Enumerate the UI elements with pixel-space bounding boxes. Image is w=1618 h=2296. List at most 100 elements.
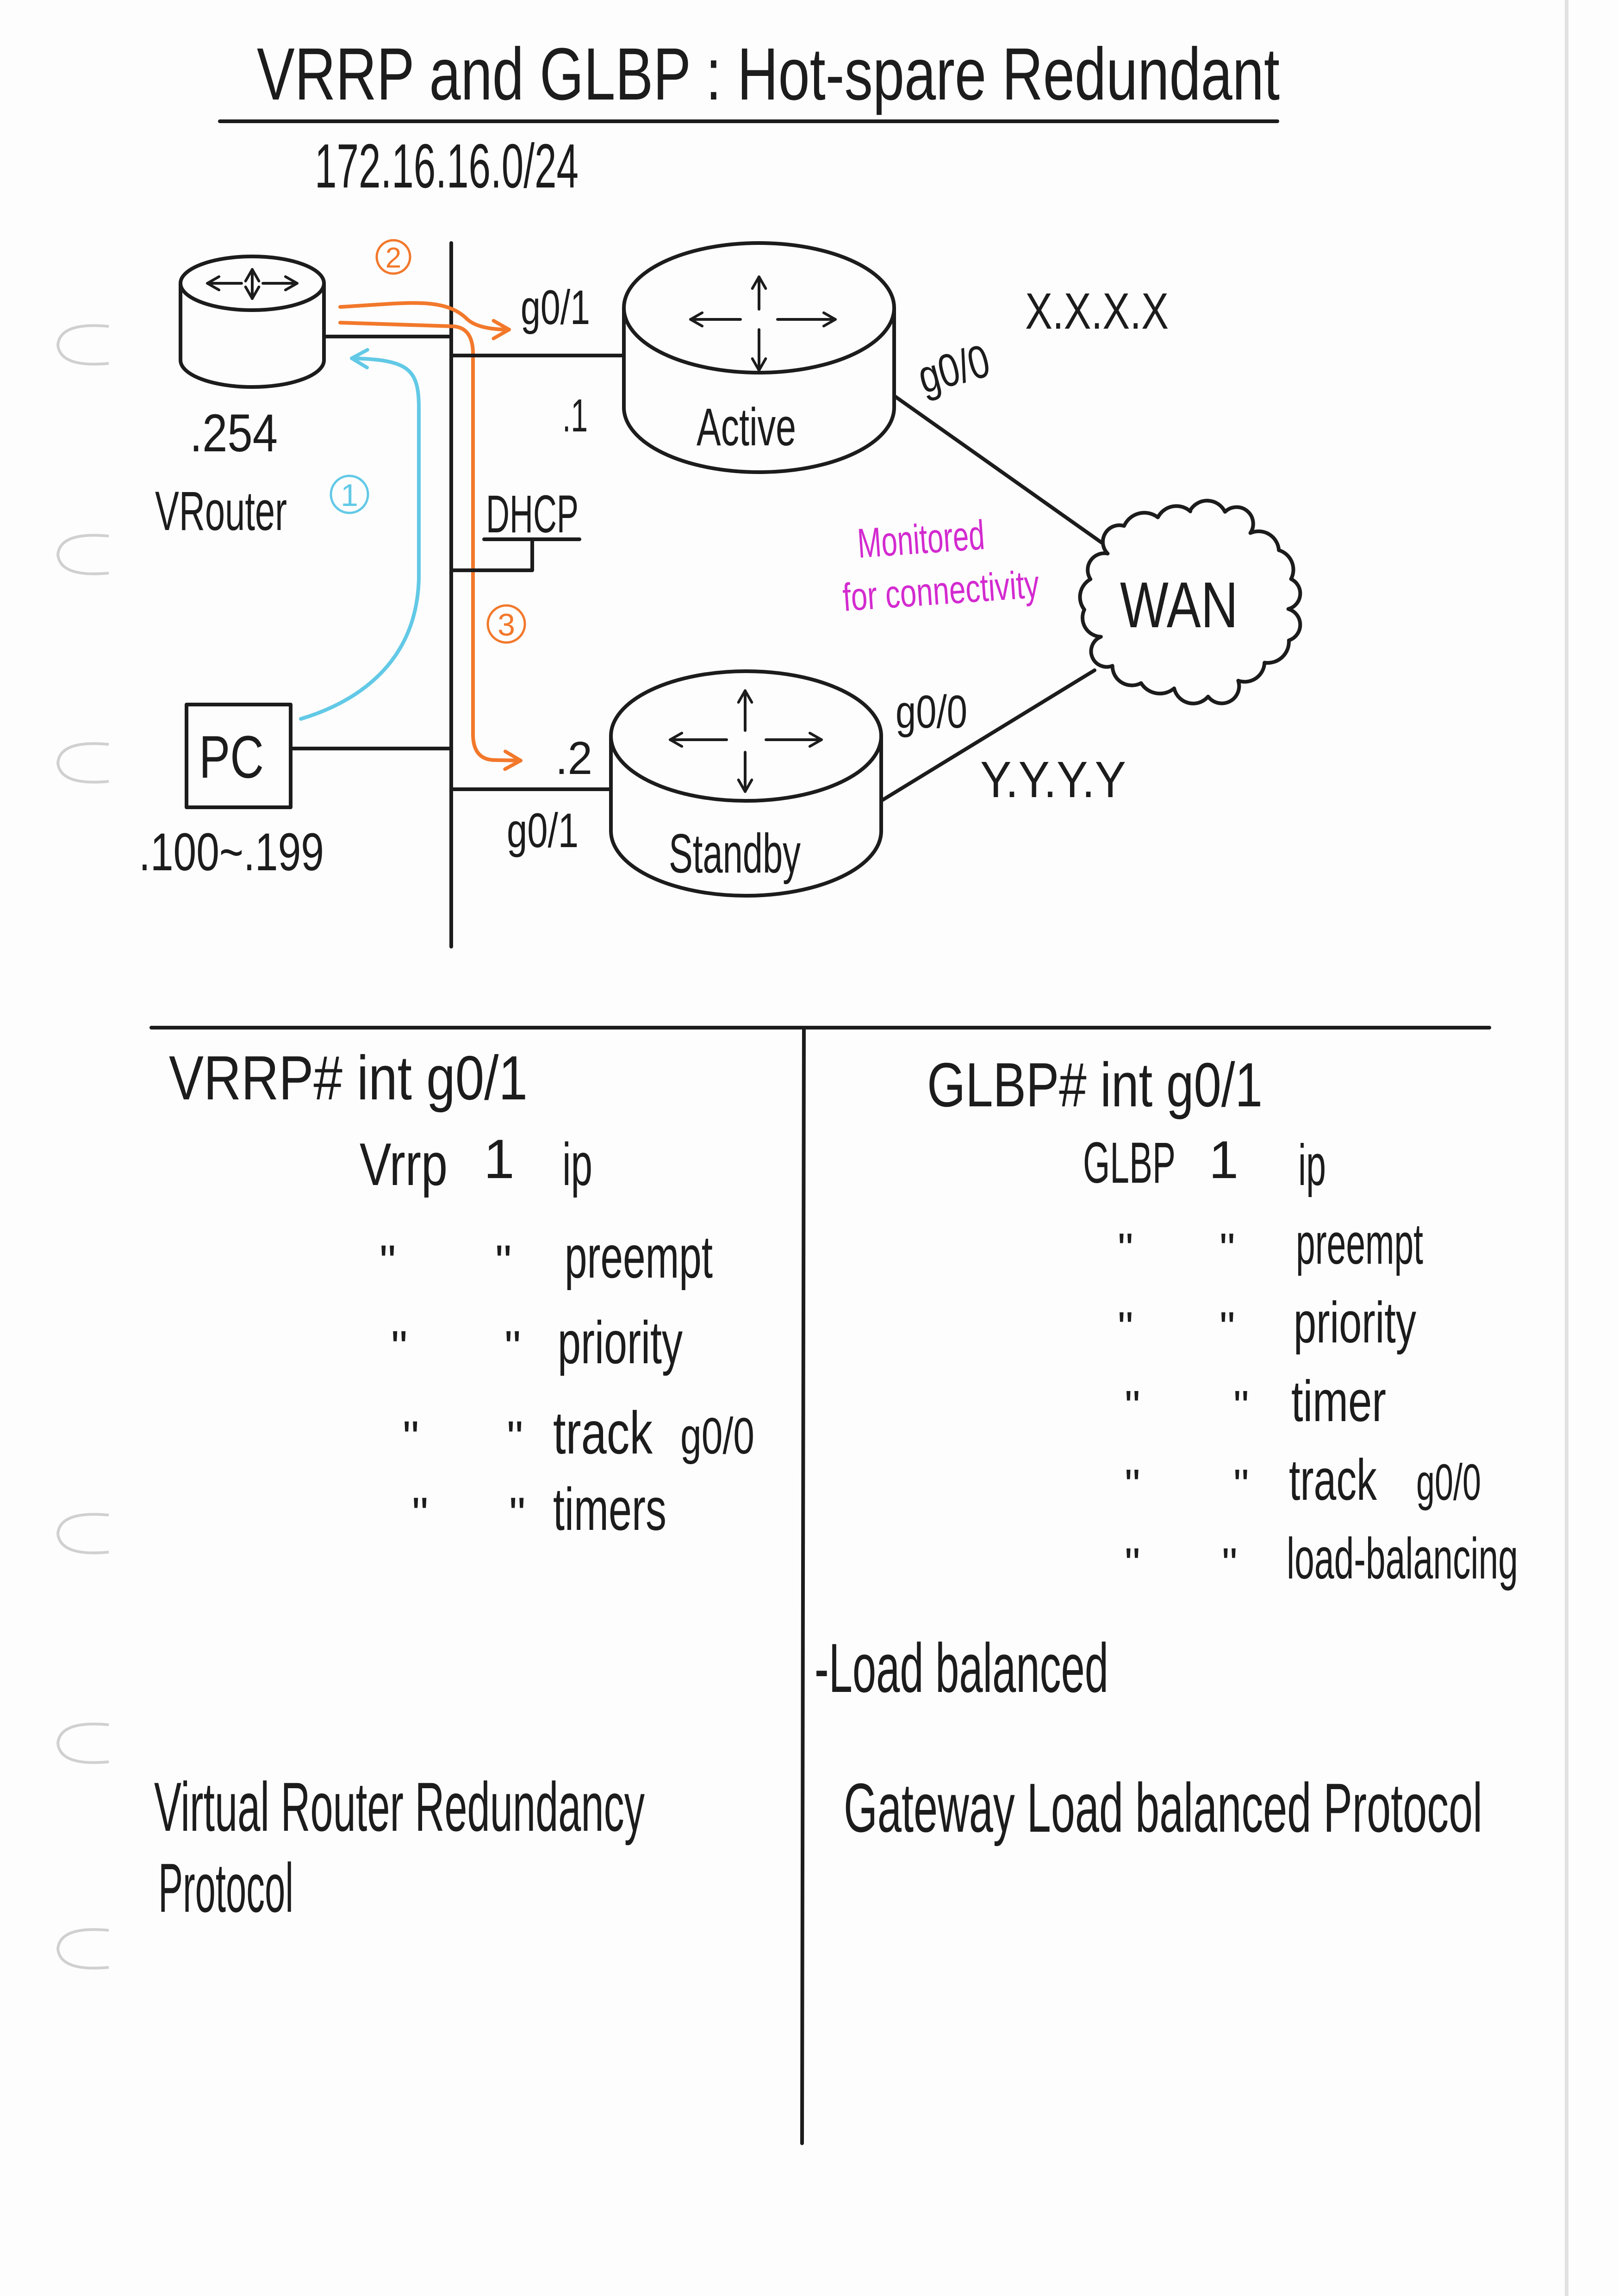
- router-arrows-icon: [206, 268, 299, 300]
- binder-hole: [56, 324, 109, 366]
- binder-hole: [56, 1928, 109, 1970]
- wan-label: WAN: [1120, 568, 1238, 641]
- vrrp-command: priority: [558, 1309, 683, 1376]
- ditto-mark: ": [1233, 1382, 1249, 1431]
- vrrp-command: timers: [553, 1475, 666, 1543]
- ditto-mark: ": [412, 1488, 429, 1540]
- active-router-body: [622, 306, 896, 474]
- glbp-command-argument: g0/0: [1416, 1454, 1481, 1511]
- active-lan-port: g0/1: [521, 281, 590, 335]
- glbp-keyword: GLBP: [1083, 1131, 1176, 1195]
- glbp-full-name: Gateway Load balanced Protocol: [844, 1769, 1482, 1847]
- standby-router-label: Standby: [669, 823, 801, 885]
- active-wan-link: [892, 394, 1103, 544]
- standby-wan-port: g0/0: [896, 686, 967, 738]
- title-block: VRRP and GLBP : Hot-spare Redundant: [218, 32, 1280, 123]
- step-2-marker: 2: [375, 239, 411, 275]
- binder-hole: [56, 534, 109, 575]
- vrrp-command-line: Vrrp 1 ip: [360, 1128, 592, 1198]
- flow-arrows: 1 2 3: [299, 239, 526, 771]
- dhcp-server: DHCP: [449, 485, 581, 572]
- binder-holes: [56, 324, 109, 1970]
- glbp-command-line: " " preempt: [1118, 1212, 1423, 1276]
- active-router: Active g0/1 .1 g0/0 X.X.X.X: [449, 241, 1169, 544]
- dhcp-label: DHCP: [486, 485, 579, 544]
- glbp-command-line: GLBP 1 ip: [1083, 1130, 1326, 1198]
- binder-hole: [56, 1722, 109, 1764]
- vrouter-body: [179, 281, 326, 389]
- glbp-section: GLBP# int g0/1 GLBP 1 ip " " preempt " "…: [815, 1050, 1518, 1847]
- standby-wan-link: [879, 668, 1096, 803]
- page-title: VRRP and GLBP : Hot-spare Redundant: [257, 32, 1280, 115]
- glbp-command: load-balancing: [1287, 1527, 1518, 1591]
- glbp-heading: GLBP# int g0/1: [927, 1050, 1263, 1120]
- ditto-mark: ": [1125, 1539, 1140, 1588]
- network-diagram: .254 VRouter 1 2 3: [139, 239, 1302, 948]
- vrrp-full-name-line-1: Virtual Router Redundancy: [154, 1768, 645, 1846]
- step-3-marker: 3: [486, 604, 526, 644]
- ditto-mark: ": [1125, 1382, 1140, 1431]
- ditto-mark: ": [403, 1412, 419, 1464]
- step-3-number: 3: [498, 607, 515, 643]
- ditto-mark: ": [1220, 1303, 1235, 1352]
- standby-lan-port: g0/1: [507, 804, 579, 858]
- vrrp-group: 1: [484, 1128, 515, 1190]
- glbp-command-line: " " track g0/0: [1125, 1448, 1481, 1512]
- glbp-feature-note: -Load balanced: [815, 1629, 1108, 1707]
- vrrp-command: track: [553, 1399, 653, 1466]
- step-1-marker: 1: [330, 474, 369, 514]
- ditto-mark: ": [504, 1322, 521, 1373]
- ditto-mark: ": [1233, 1460, 1249, 1510]
- standby-lan-ip: .2: [555, 732, 592, 784]
- ditto-mark: ": [507, 1412, 523, 1464]
- glbp-group: 1: [1209, 1130, 1238, 1190]
- glbp-command: timer: [1291, 1369, 1386, 1434]
- binder-hole: [56, 742, 109, 784]
- pc-box: [185, 703, 292, 809]
- active-lan-ip: .1: [562, 390, 588, 442]
- ditto-mark: ": [380, 1236, 396, 1288]
- subnet-label: 172.16.16.0/24: [315, 131, 579, 201]
- step-3-arrow: [338, 321, 523, 771]
- vrrp-section: VRRP# int g0/1 Vrrp 1 ip " " preempt " "…: [154, 1043, 754, 1927]
- dhcp-link: [449, 538, 534, 572]
- step-1-arrow: [299, 348, 421, 721]
- vrrp-heading: VRRP# int g0/1: [169, 1043, 528, 1113]
- vrrp-command-line: " " preempt: [380, 1223, 713, 1291]
- standby-router: Standby .2 g0/1 g0/0 Y.Y.Y.Y: [449, 668, 1126, 898]
- glbp-command: track: [1289, 1448, 1377, 1512]
- vrrp-command-line: " " track g0/0: [403, 1399, 754, 1466]
- ditto-mark: ": [1125, 1460, 1140, 1510]
- step-1-ring: [330, 474, 369, 514]
- ditto-mark: ": [1220, 1224, 1235, 1273]
- glbp-command: priority: [1294, 1291, 1416, 1355]
- ditto-mark: ": [1118, 1224, 1133, 1273]
- step-1-number: 1: [341, 478, 358, 513]
- vrrp-command-argument: g0/0: [680, 1408, 754, 1465]
- ditto-mark: ": [391, 1322, 408, 1373]
- glbp-command: ip: [1298, 1133, 1326, 1198]
- ditto-mark: ": [495, 1236, 512, 1288]
- ditto-mark: ": [1222, 1539, 1238, 1588]
- glbp-command-line: " " priority: [1118, 1291, 1416, 1355]
- ditto-mark: ": [1118, 1303, 1133, 1352]
- step-3-ring: [486, 604, 526, 644]
- vrrp-full-name-line-2: Protocol: [158, 1849, 293, 1927]
- vrrp-command-line: " " timers: [412, 1475, 666, 1543]
- step-2-ring: [375, 239, 411, 275]
- vrrp-keyword: Vrrp: [360, 1130, 448, 1198]
- wan-cloud: WAN: [1078, 499, 1302, 705]
- glbp-command: preempt: [1296, 1212, 1423, 1276]
- standby-router-body: [609, 734, 883, 898]
- vrrp-command-line: " " priority: [391, 1309, 683, 1376]
- vrouter-ip: .254: [190, 404, 278, 463]
- active-router-label: Active: [697, 398, 796, 457]
- step-2-arrow: [338, 301, 511, 341]
- vrrp-command: preempt: [565, 1223, 713, 1291]
- ditto-mark: ": [509, 1488, 526, 1540]
- monitor-note-line-1: Monitored: [856, 512, 986, 567]
- standby-wan-ip: Y.Y.Y.Y: [980, 751, 1126, 808]
- glbp-command-line: " " timer: [1125, 1369, 1386, 1434]
